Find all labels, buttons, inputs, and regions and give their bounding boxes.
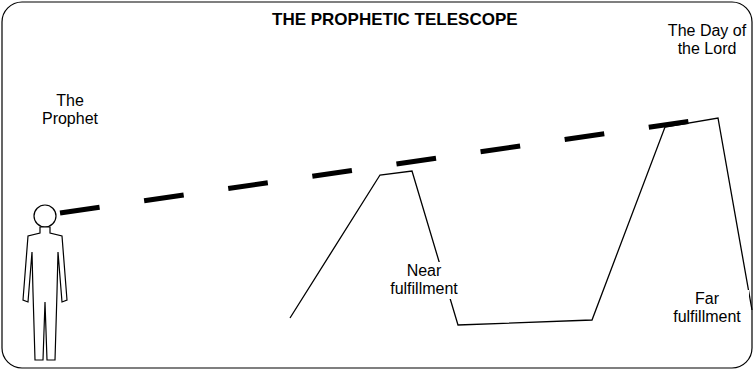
- day-label: The Day of the Lord: [665, 22, 749, 59]
- figure-body: [23, 227, 67, 360]
- sight-line: [60, 119, 705, 213]
- prophet-figure: [23, 205, 67, 360]
- far-label: Far fulfillment: [665, 290, 749, 327]
- diagram-title: THE PROPHETIC TELESCOPE: [272, 10, 518, 30]
- near-label: Near fulfillment: [377, 262, 471, 299]
- prophet-label: The Prophet: [33, 92, 107, 129]
- figure-head: [34, 205, 56, 227]
- frame-border: [2, 2, 752, 368]
